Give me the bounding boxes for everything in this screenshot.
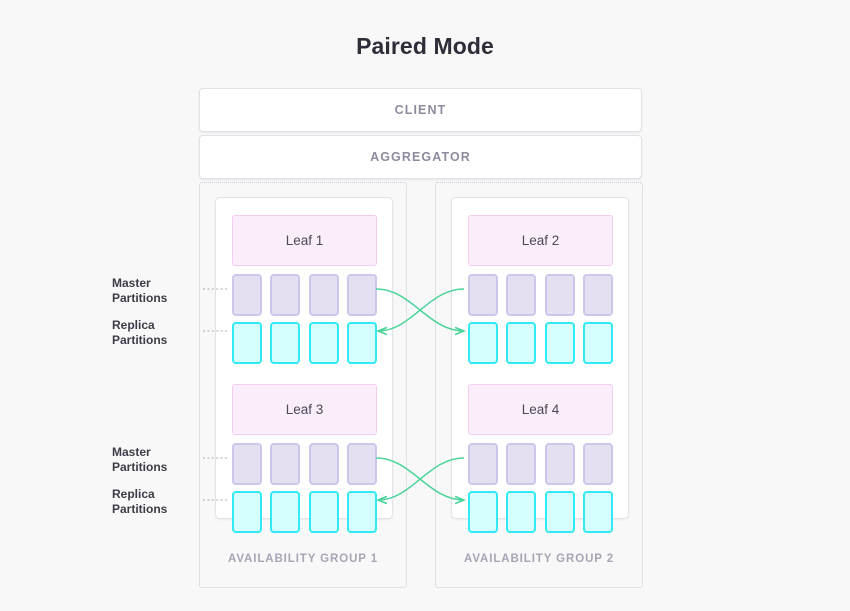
partition-replica [232,322,262,364]
partition-replica [506,322,537,364]
leaf-2-master-partitions [468,274,613,316]
partition-master [468,443,498,485]
partition-replica [544,322,575,364]
master-partitions-label-bottom: Master Partitions [112,445,198,474]
master-label-line2: Partitions [112,290,168,305]
leaf-4-replica-partitions [468,491,613,533]
leaf-label: Leaf 2 [521,233,560,248]
leaf-1-replica-partitions [232,322,377,364]
partition-master [232,274,262,316]
master-label-line2: Partitions [112,459,168,474]
partition-replica [468,322,498,364]
partition-replica [468,491,498,533]
availability-group-2: Leaf 2 Leaf 4 AVAILA [435,182,643,588]
partition-replica [582,322,613,364]
replica-label-line1: Replica [112,487,155,501]
availability-group-2-card: Leaf 2 Leaf 4 [451,197,629,533]
partition-master [270,274,301,316]
partition-master [544,274,575,316]
partition-replica [308,322,339,364]
leaf-box-1: Leaf 1 [232,215,377,266]
partition-master [506,274,537,316]
leaf-label: Leaf 1 [285,233,324,248]
replica-label-line2: Partitions [112,501,168,516]
aggregator-box: AGGREGATOR [199,135,642,179]
client-box: CLIENT [199,88,642,132]
partition-replica [582,491,613,533]
leaf-1-master-partitions [232,274,377,316]
master-label-line1: Master [112,276,151,290]
partition-replica [270,322,301,364]
replica-partitions-label-bottom: Replica Partitions [112,487,198,516]
leaf-2-replica-partitions [468,322,613,364]
partition-replica [346,322,377,364]
leaf-label: Leaf 3 [285,402,324,417]
availability-group-2-label: AVAILABILITY GROUP 2 [463,553,615,565]
partition-master [308,274,339,316]
replica-label-line1: Replica [112,318,155,332]
availability-group-1-card: Leaf 1 Leaf 3 [215,197,393,533]
partition-master [270,443,301,485]
partition-replica [544,491,575,533]
partition-replica [232,491,262,533]
leaf-box-2: Leaf 2 [468,215,613,266]
leaf-box-3: Leaf 3 [232,384,377,435]
partition-master [544,443,575,485]
replica-partitions-label-top: Replica Partitions [112,318,198,347]
leaf-3-master-partitions [232,443,377,485]
partition-replica [270,491,301,533]
page-title: Paired Mode [356,33,494,59]
replica-label-line2: Partitions [112,332,168,347]
master-label-line1: Master [112,445,151,459]
partition-master [468,274,498,316]
availability-group-1: Leaf 1 Leaf 3 AVAILA [199,182,407,588]
leaf-label: Leaf 4 [521,402,560,417]
partition-master [582,274,613,316]
leaf-3-replica-partitions [232,491,377,533]
availability-group-1-label: AVAILABILITY GROUP 1 [227,553,379,565]
leaf-4-master-partitions [468,443,613,485]
master-partitions-label-top: Master Partitions [112,276,198,305]
partition-master [582,443,613,485]
aggregator-label: AGGREGATOR [370,150,471,164]
partition-master [506,443,537,485]
partition-master [346,274,377,316]
partition-master [346,443,377,485]
partition-replica [506,491,537,533]
partition-replica [346,491,377,533]
leaf-box-4: Leaf 4 [468,384,613,435]
partition-replica [308,491,339,533]
partition-master [232,443,262,485]
client-label: CLIENT [394,103,447,117]
partition-master [308,443,339,485]
